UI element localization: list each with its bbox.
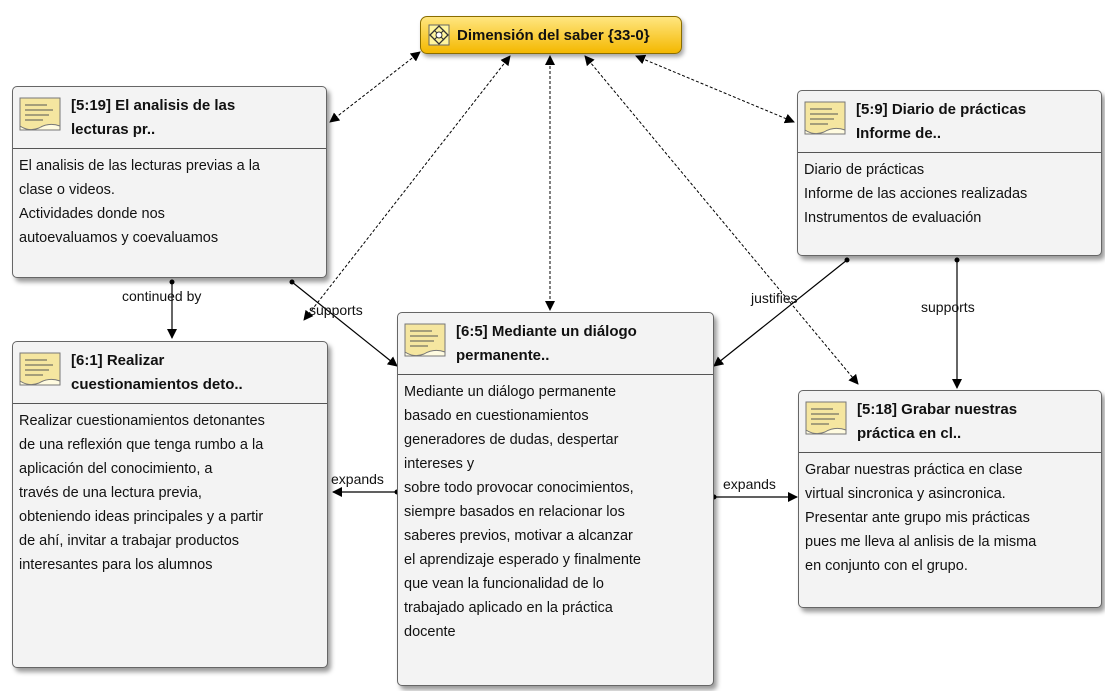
body-line: autoevaluamos y coevaluamos bbox=[19, 230, 219, 246]
link-code-61[interactable] bbox=[303, 55, 511, 321]
body-line: virtual sincronica y asincronica. bbox=[805, 486, 1006, 502]
body-line: Informe de las acciones realizadas bbox=[804, 186, 1028, 202]
title-line: lecturas pr.. bbox=[71, 121, 156, 138]
body-line: intereses y bbox=[404, 456, 475, 472]
link-code-519[interactable] bbox=[329, 51, 421, 123]
quote-body: Realizar cuestionamientos detonantes de … bbox=[13, 404, 327, 582]
quote-node-5-18[interactable]: [5:18] Grabar nuestras práctica en cl.. … bbox=[798, 390, 1102, 608]
title-line: cuestionamientos deto.. bbox=[71, 376, 243, 393]
title-line: [5:9] Diario de prácticas bbox=[856, 101, 1027, 118]
body-line: pues me lleva al anlisis de la misma bbox=[805, 534, 1037, 550]
quote-title: [6:1] Realizar cuestionamientos deto.. bbox=[71, 349, 321, 397]
edge-label-continued-by: continued by bbox=[122, 288, 202, 304]
quote-title: [5:9] Diario de prácticas Informe de.. bbox=[856, 98, 1095, 146]
edge-label-supports: supports bbox=[309, 302, 363, 318]
rel-justifies[interactable] bbox=[713, 259, 848, 367]
body-line: generadores de dudas, despertar bbox=[404, 432, 619, 448]
body-line: interesantes para los alumnos bbox=[19, 557, 213, 573]
quote-header: [6:5] Mediante un diálogo permanente.. bbox=[398, 313, 713, 375]
quote-body: El analisis de las lecturas previas a la… bbox=[13, 149, 326, 255]
quote-header: [6:1] Realizar cuestionamientos deto.. bbox=[13, 342, 327, 404]
quote-header: [5:19] El analisis de las lecturas pr.. bbox=[13, 87, 326, 149]
edge-label-expands: expands bbox=[723, 476, 776, 492]
body-line: sobre todo provocar conocimientos, bbox=[404, 480, 634, 496]
body-line: saberes previos, motivar a alcanzar bbox=[404, 528, 633, 544]
body-line: basado en cuestionamientos bbox=[404, 408, 589, 424]
body-line: de una reflexión que tenga rumbo a la bbox=[19, 437, 264, 453]
quotation-icon bbox=[804, 101, 846, 135]
body-line: obteniendo ideas principales y a partir bbox=[19, 509, 264, 525]
body-line: Instrumentos de evaluación bbox=[804, 210, 982, 226]
quote-header: [5:9] Diario de prácticas Informe de.. bbox=[798, 91, 1101, 153]
quotation-icon bbox=[19, 97, 61, 131]
body-line: trabajado aplicado en la práctica bbox=[404, 600, 613, 616]
title-line: Informe de.. bbox=[856, 125, 942, 142]
body-line: siempre basados en relacionar los bbox=[404, 504, 625, 520]
edge-label-expands: expands bbox=[331, 471, 384, 487]
body-line: El analisis de las lecturas previas a la bbox=[19, 158, 260, 174]
body-line: clase o videos. bbox=[19, 182, 115, 198]
body-line: Grabar nuestras práctica en clase bbox=[805, 462, 1023, 478]
body-line: aplicación del conocimiento, a bbox=[19, 461, 213, 477]
body-line: Diario de prácticas bbox=[804, 162, 925, 178]
code-node[interactable]: Dimensión del saber {33-0} bbox=[420, 16, 682, 54]
quote-title: [6:5] Mediante un diálogo permanente.. bbox=[456, 320, 707, 368]
body-line: de ahí, invitar a trabajar productos bbox=[19, 533, 240, 549]
title-line: [6:5] Mediante un diálogo bbox=[456, 323, 637, 340]
quotation-icon bbox=[805, 401, 847, 435]
body-line: Actividades donde nos bbox=[19, 206, 165, 222]
title-line: práctica en cl.. bbox=[857, 425, 962, 442]
body-line: el aprendizaje esperado y finalmente bbox=[404, 552, 641, 568]
quote-node-6-5[interactable]: [6:5] Mediante un diálogo permanente.. M… bbox=[397, 312, 714, 686]
quotation-icon bbox=[404, 323, 446, 357]
edge-label-justifies: justifies bbox=[751, 290, 798, 306]
code-label: Dimensión del saber {33-0} bbox=[457, 26, 650, 44]
edge-label-supports: supports bbox=[921, 299, 975, 315]
quote-body: Mediante un diálogo permanente basado en… bbox=[398, 375, 713, 649]
quote-node-5-9[interactable]: [5:9] Diario de prácticas Informe de.. D… bbox=[797, 90, 1102, 256]
link-code-518[interactable] bbox=[584, 55, 859, 385]
code-icon bbox=[428, 24, 450, 46]
rel-supports-1[interactable] bbox=[291, 281, 398, 367]
body-line: en conjunto con el grupo. bbox=[805, 558, 968, 574]
title-line: permanente.. bbox=[456, 347, 550, 364]
quote-body: Diario de prácticas Informe de las accio… bbox=[798, 153, 1101, 235]
title-line: [5:18] Grabar nuestras bbox=[857, 401, 1018, 418]
quotation-icon bbox=[19, 352, 61, 386]
body-line: Realizar cuestionamientos detonantes bbox=[19, 413, 265, 429]
quote-node-6-1[interactable]: [6:1] Realizar cuestionamientos deto.. R… bbox=[12, 341, 328, 668]
title-line: [5:19] El analisis de las bbox=[71, 97, 236, 114]
link-code-59[interactable] bbox=[635, 54, 795, 124]
quote-title: [5:19] El analisis de las lecturas pr.. bbox=[71, 94, 320, 142]
title-line: [6:1] Realizar bbox=[71, 352, 165, 369]
body-line: docente bbox=[404, 624, 456, 640]
quote-header: [5:18] Grabar nuestras práctica en cl.. bbox=[799, 391, 1101, 453]
body-line: que vean la funcionalidad de lo bbox=[404, 576, 604, 592]
body-line: Mediante un diálogo permanente bbox=[404, 384, 617, 400]
quote-title: [5:18] Grabar nuestras práctica en cl.. bbox=[857, 398, 1095, 446]
body-line: Presentar ante grupo mis prácticas bbox=[805, 510, 1030, 526]
body-line: través de una lectura previa, bbox=[19, 485, 202, 501]
quote-node-5-19[interactable]: [5:19] El analisis de las lecturas pr.. … bbox=[12, 86, 327, 278]
quote-body: Grabar nuestras práctica en clase virtua… bbox=[799, 453, 1101, 583]
